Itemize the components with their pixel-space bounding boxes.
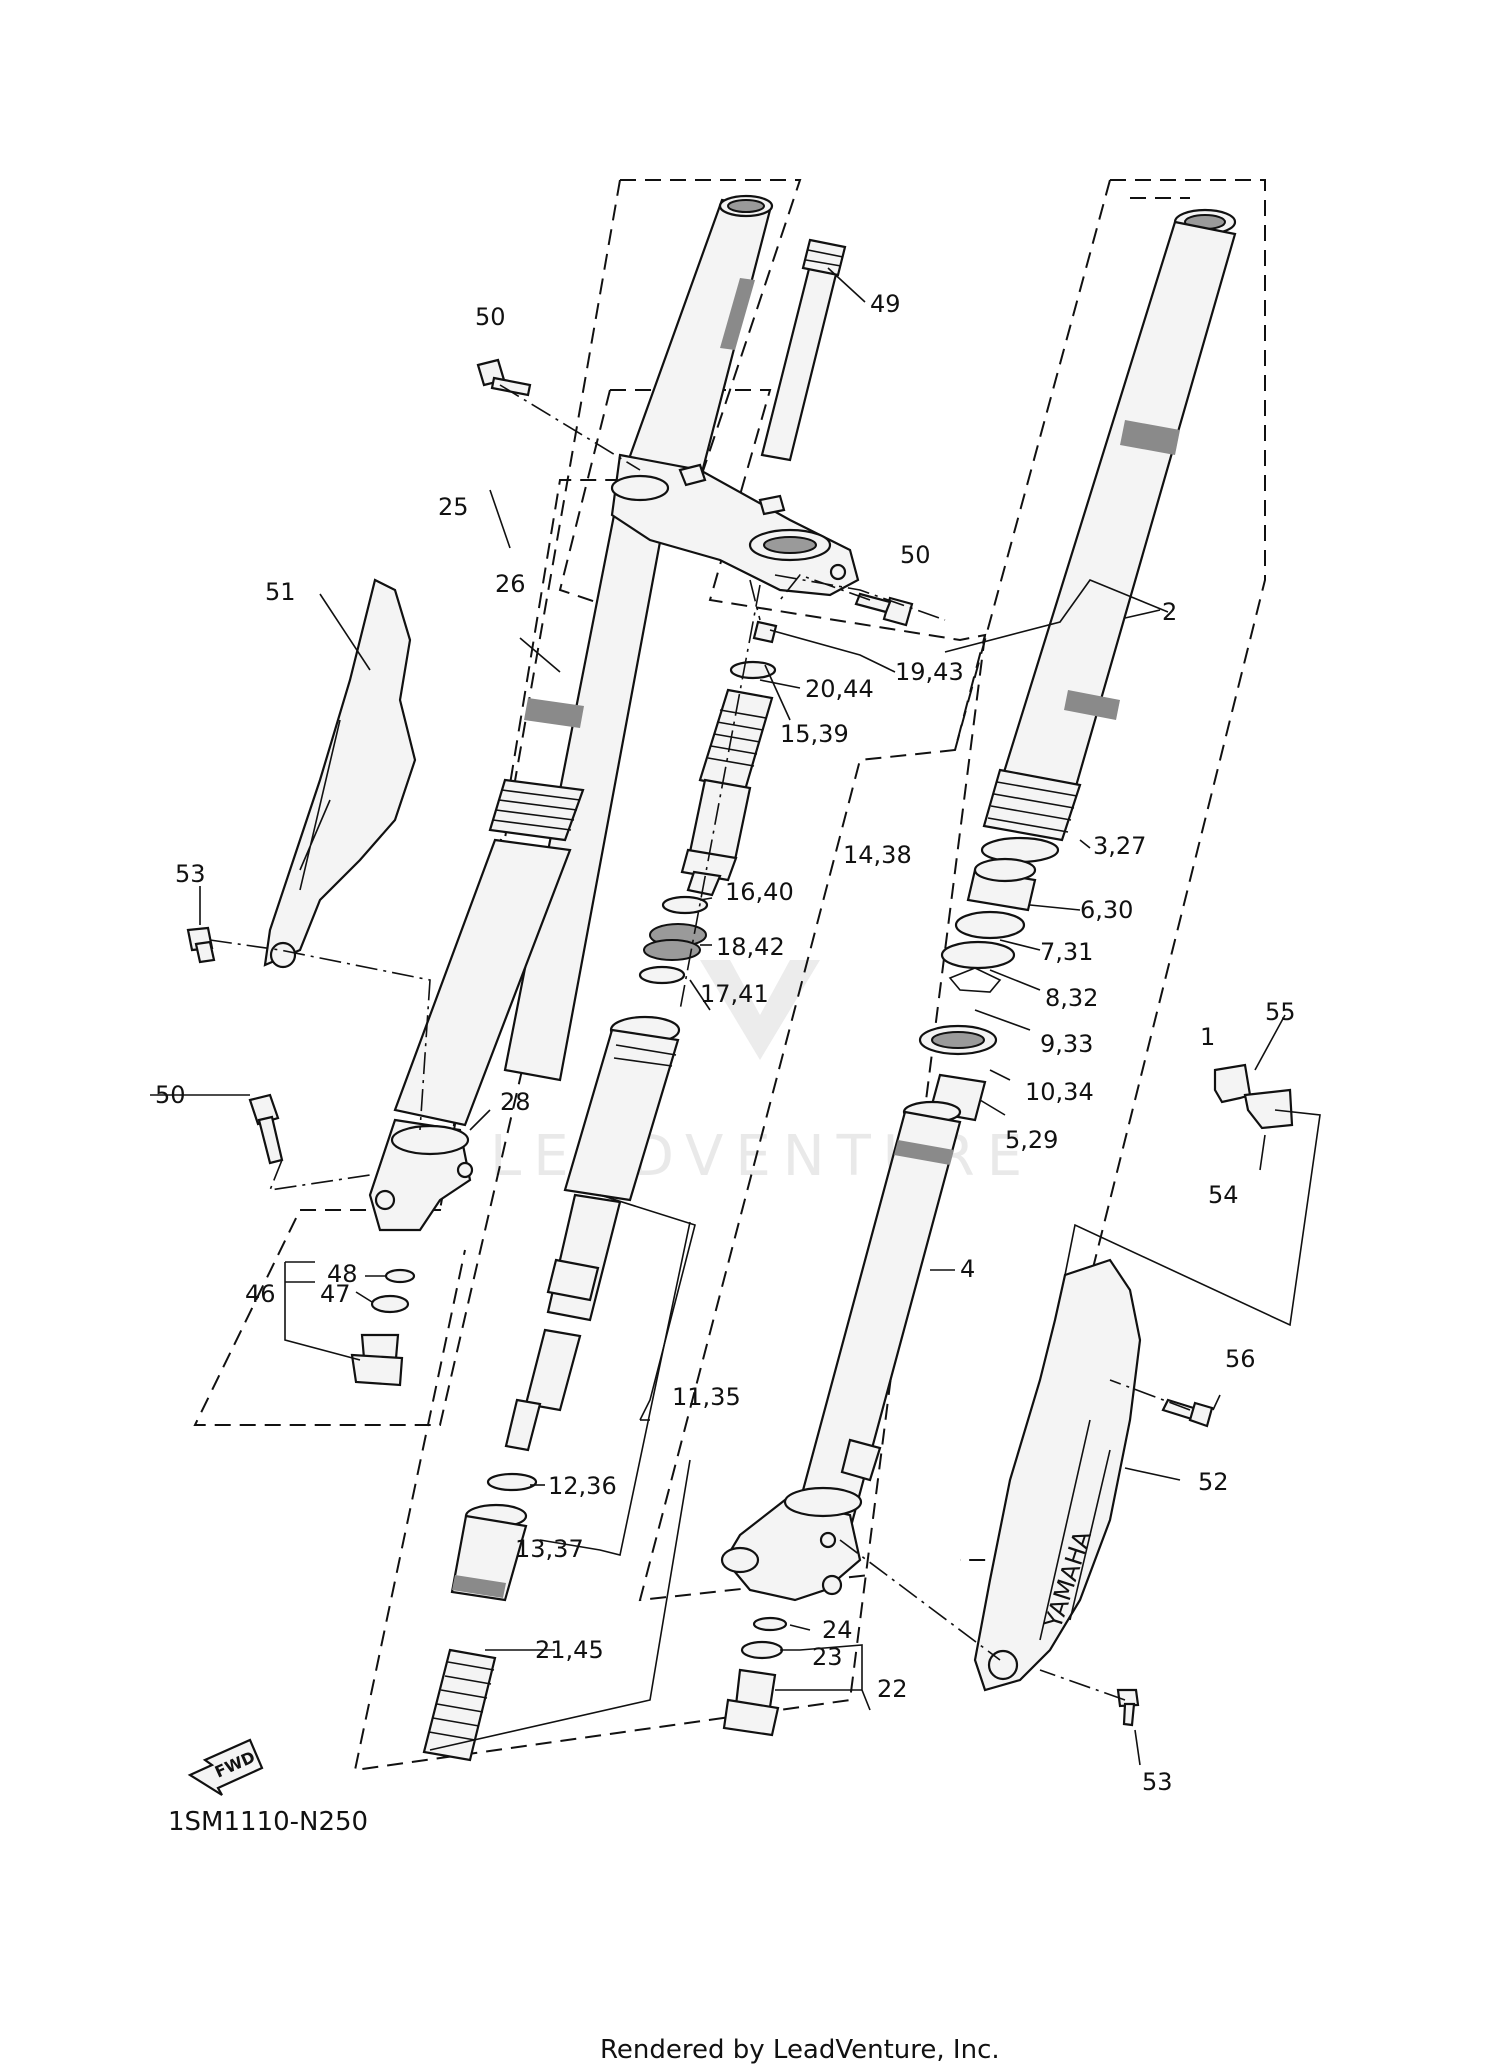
callout-3-27: 3,27 (1093, 832, 1146, 860)
callout-53-right: 53 (1142, 1768, 1173, 1796)
leader-lines (150, 267, 1321, 1766)
callout-54: 54 (1208, 1181, 1239, 1209)
damper-cartridge-assembly (422, 620, 778, 1762)
footer-credit: Rendered by LeadVenture, Inc. (600, 2035, 1000, 2065)
callout-5-29: 5,29 (1005, 1126, 1058, 1154)
callout-53-left: 53 (175, 860, 206, 888)
callout-22: 22 (877, 1675, 908, 1703)
callout-21-45: 21,45 (535, 1636, 604, 1664)
callout-46: 46 (245, 1280, 276, 1308)
left-fork-assembly (248, 194, 774, 1387)
callout-23: 23 (812, 1643, 843, 1671)
callout-6-30: 6,30 (1080, 896, 1133, 924)
callout-26: 26 (495, 570, 526, 598)
callout-24: 24 (822, 1616, 853, 1644)
callout-8-32: 8,32 (1045, 984, 1098, 1012)
callout-50-top: 50 (475, 303, 506, 331)
callout-15-39: 15,39 (780, 720, 849, 748)
callout-52: 52 (1198, 1468, 1229, 1496)
callout-2: 2 (1162, 598, 1177, 626)
callout-12-36: 12,36 (548, 1472, 617, 1500)
callout-9-33: 9,33 (1040, 1030, 1093, 1058)
callout-13-37: 13,37 (515, 1535, 584, 1563)
callout-19-43: 19,43 (895, 658, 964, 686)
callout-48: 48 (327, 1260, 358, 1288)
callout-labels: 50 49 50 25 26 51 2 19,43 20,44 15,39 14… (155, 290, 1296, 1796)
callout-11-35: 11,35 (672, 1383, 741, 1411)
callout-51: 51 (265, 578, 296, 606)
callout-56: 56 (1225, 1345, 1256, 1373)
callout-17-41: 17,41 (700, 980, 769, 1008)
callout-16-40: 16,40 (725, 878, 794, 906)
callout-50-mid: 50 (900, 541, 931, 569)
callout-14-38: 14,38 (843, 841, 912, 869)
triple-clamp (476, 238, 914, 627)
callout-55: 55 (1265, 998, 1296, 1026)
callout-50-left: 50 (155, 1081, 186, 1109)
callout-28: 28 (500, 1088, 531, 1116)
diagram-code: 1SM1110-N250 (168, 1807, 368, 1837)
callout-47: 47 (320, 1280, 351, 1308)
callout-20-44: 20,44 (805, 675, 874, 703)
fork-guards: YAMAHA (186, 578, 1294, 1727)
callout-18-42: 18,42 (716, 933, 785, 961)
right-fork-assembly (720, 208, 1237, 1737)
callout-1: 1 (1200, 1023, 1215, 1051)
callout-25: 25 (438, 493, 469, 521)
forward-direction-arrow: FWD (187, 1738, 264, 1796)
callout-4: 4 (960, 1255, 975, 1283)
callout-7-31: 7,31 (1040, 938, 1093, 966)
callout-10-34: 10,34 (1025, 1078, 1094, 1106)
callout-49: 49 (870, 290, 901, 318)
